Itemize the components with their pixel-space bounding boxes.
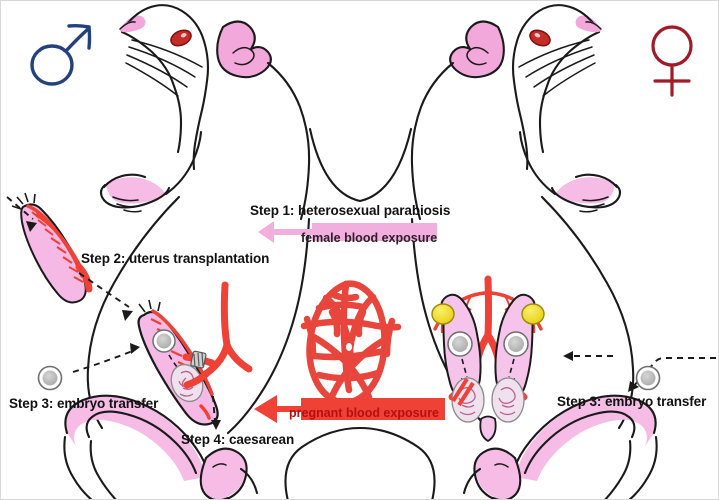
pregnant-blood-arrow [254,395,445,423]
suture-marks [11,192,36,210]
embryo-right [635,365,661,391]
parabiosis-join [308,127,413,203]
ovary-right [521,303,545,325]
female-symbol [651,25,693,97]
donor-uterus-graft [11,192,93,304]
step3-right-label: Step 3: embryo transfer [557,394,707,409]
step1-label: Step 1: heterosexual parabiosis [250,203,451,218]
shared-capillary-network [300,280,402,406]
embryo-left [37,365,63,391]
step3-left-label: Step 3: embryo transfer [9,396,159,411]
left-host-vessels [182,281,253,389]
step4-label: Step 4: caesarean [181,432,295,447]
male-symbol [30,23,92,86]
ovary-left [431,303,455,325]
right-rat [410,4,635,435]
pregnant-blood-exposure-label: pregnant blood exposure [289,406,440,420]
female-reproductive-tract [431,275,545,443]
transplanted-uterus [137,299,219,426]
vascular-anastomosis-suture [190,350,207,369]
step2-label: Step 2: uterus transplantation [81,251,270,266]
female-blood-exposure-label: female blood exposure [301,231,438,245]
female-blood-arrow [258,221,437,243]
lower-bodies [63,394,658,499]
workflow-dashed-arrows [6,196,716,430]
left-rat [86,4,311,435]
